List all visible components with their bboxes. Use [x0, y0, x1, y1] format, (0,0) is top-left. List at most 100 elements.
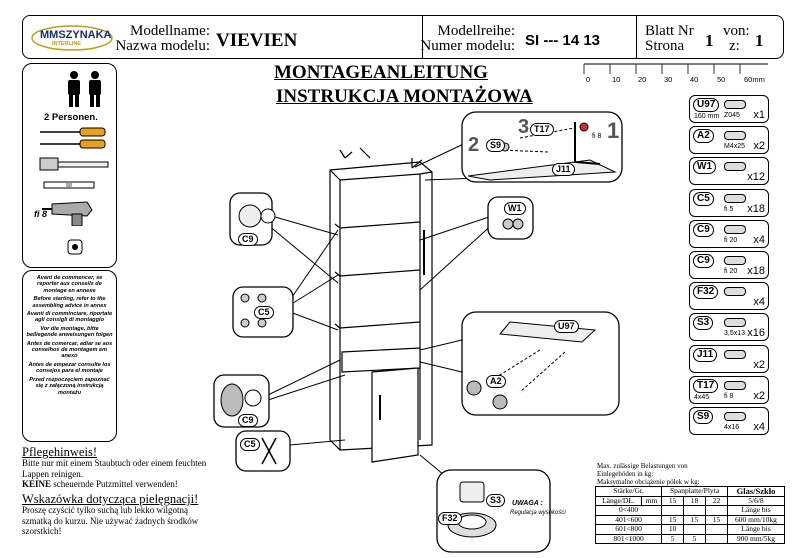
load-row-range: 601<800: [594, 524, 663, 535]
header-divider-1: [422, 15, 423, 59]
series-value: SI --- 14 13: [525, 32, 601, 49]
part-size: M4x25: [724, 143, 746, 151]
warning-es: Antes de empezar consulte los consejos p…: [28, 361, 111, 375]
model-label-de: Modellname:: [130, 23, 210, 39]
ruler-tick-50: 50: [717, 75, 726, 84]
load-cell: 5: [661, 533, 685, 544]
part-quantity: x2: [753, 389, 765, 402]
load-table: Stärke/Gr. Spanplatte/Plyta Glas/Szkło L…: [594, 486, 786, 544]
header-divider-2: [636, 15, 637, 59]
part-code: C5: [693, 191, 714, 206]
load-glass-cell: Länge bis: [726, 524, 786, 535]
ruler-tick-60: 60mm: [744, 75, 765, 84]
load-row-range: 0<400: [594, 505, 663, 516]
part-illustration-icon: [724, 193, 746, 203]
part-item: J11 x2: [689, 344, 769, 373]
care-heading-de: Pflegehinweis!: [22, 445, 97, 459]
load-th-thickness: Stärke/Gr.: [594, 486, 663, 497]
load-cell: 5: [683, 533, 706, 544]
part-quantity: x12: [747, 171, 765, 184]
warning-de: Vor die montage, bitte beiliegende anwei…: [26, 325, 113, 339]
part-size-secondary: 160 mm: [694, 113, 720, 120]
logo-swoosh-icon: [31, 25, 113, 51]
ruler-tick-40: 40: [690, 75, 699, 84]
part-size: fi 20: [724, 236, 738, 244]
series-label-pl: Numer modelu:: [420, 38, 515, 54]
load-cell: [683, 524, 706, 535]
of-label-de: von:: [723, 23, 750, 39]
drill-size-label: fi 8: [34, 209, 48, 219]
screwdrivers-icon: [40, 127, 106, 149]
part-code: C9: [693, 254, 714, 268]
callout-fi8: fi 8: [592, 133, 602, 140]
part-code: F32: [693, 285, 719, 300]
part-code: A2: [693, 129, 714, 144]
of-label-pl: z:: [729, 38, 740, 54]
model-label-pl: Nazwa modelu:: [115, 38, 210, 54]
load-cell: [661, 505, 685, 516]
callout-c5-bottom: C5: [240, 438, 260, 451]
header-frame: [22, 15, 784, 59]
regulacja-label: Regulacja wysokości: [510, 510, 566, 516]
tape-measure-icon: [67, 239, 83, 255]
part-code: S3: [693, 316, 714, 331]
logo-text: MMSZYNAKA: [40, 29, 112, 41]
ruler-tick-20: 20: [638, 75, 647, 84]
warning-pl: Przed rozpoczęciem zapoznać się z załącz…: [29, 376, 110, 396]
care-text-de-2: scheuernde Putzmittel verwenden!: [51, 479, 178, 489]
load-glass-cell: 900 mm/5kg: [726, 533, 786, 544]
warning-it: Avanti di comminciare, riportate agli co…: [26, 311, 113, 324]
series-label-de: Modellreihe:: [437, 23, 515, 39]
load-cell: [704, 524, 728, 535]
part-quantity: x2: [753, 140, 765, 153]
load-th-chipboard: Spanplatte/Plyta: [661, 486, 728, 497]
part-illustration-icon: [724, 318, 746, 328]
sheet-label-de: Blatt Nr: [645, 23, 694, 39]
load-intro-de: Max. zulässige Belastungen von Einlegebö…: [597, 462, 688, 478]
part-quantity: x4: [753, 296, 765, 309]
part-illustration-icon: [724, 162, 746, 172]
load-th-22: 22: [704, 495, 728, 506]
part-size: fi 8: [724, 392, 734, 400]
part-illustration-icon: [724, 224, 746, 234]
load-cell: 15: [683, 514, 706, 525]
part-size: 4x16: [724, 424, 740, 431]
model-name: VIEVIEN: [216, 30, 298, 51]
part-illustration-icon: [724, 100, 746, 109]
ruler-tick-0: 0: [586, 75, 591, 84]
load-cell: [704, 533, 728, 544]
part-code: J11: [693, 347, 718, 362]
part-item: A2 x2 M4x25: [689, 126, 769, 155]
spirit-level-icon: [43, 181, 95, 189]
load-th-18: 18: [683, 495, 706, 506]
load-cell: [704, 505, 728, 516]
title-de: MONTAGEANLEITUNG: [274, 62, 488, 83]
part-size-secondary: 4x45: [694, 393, 710, 401]
sheet-label-pl: Strona: [645, 38, 685, 54]
warning-en: Before starting, refer to the assembling…: [32, 296, 107, 309]
uwaga-label: UWAGA :: [512, 500, 543, 507]
load-th-glass: Glas/Szkło: [726, 486, 786, 497]
load-th-mm: mm: [640, 495, 663, 506]
part-size: fi 5: [724, 205, 734, 213]
warning-fr: Avant de commencer, se reporter aux cons…: [36, 275, 103, 294]
part-quantity: x2: [753, 358, 765, 371]
part-quantity: x16: [747, 327, 765, 340]
callout-c9-top: C9: [238, 233, 258, 246]
part-quantity: x18: [747, 265, 765, 277]
callout-s9: S9: [486, 139, 506, 152]
care-text-pl: Proszę czyścić tylko suchą lub lekko wil…: [22, 505, 199, 536]
part-code: C9: [693, 222, 714, 237]
load-cell: 10: [661, 524, 685, 535]
callout-c5: C5: [254, 306, 274, 319]
step-2: 2: [468, 134, 480, 156]
title-pl: INSTRUKCJA MONTAŻOWA: [276, 86, 533, 107]
part-quantity: x4: [753, 421, 765, 433]
callout-w1: W1: [504, 202, 526, 215]
drill-icon: [42, 201, 93, 226]
care-text-de: Bitte nur mit einem Staubtuch oder einem…: [22, 458, 207, 490]
